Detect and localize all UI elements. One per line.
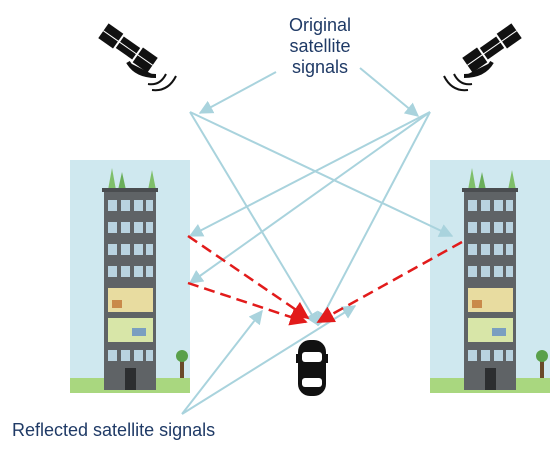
original-signal-lines	[181, 67, 454, 415]
reflected-signal-lines	[187, 234, 463, 326]
car-icon	[296, 340, 328, 396]
satellite-left-panel	[72, 0, 190, 110]
satellite-icon	[462, 23, 522, 73]
building-icon	[430, 160, 550, 393]
building-icon	[70, 160, 190, 393]
original-label-line2: satellite	[289, 36, 351, 57]
satellite-right-panel	[430, 0, 550, 110]
original-label-line1: Original	[288, 15, 352, 35]
original-label-line3: signals	[291, 57, 349, 78]
satellite-icon	[98, 23, 158, 73]
original-signals-label: Original satellite signals	[270, 15, 370, 79]
reflected-signals-label: Reflected satellite signals	[12, 420, 216, 440]
